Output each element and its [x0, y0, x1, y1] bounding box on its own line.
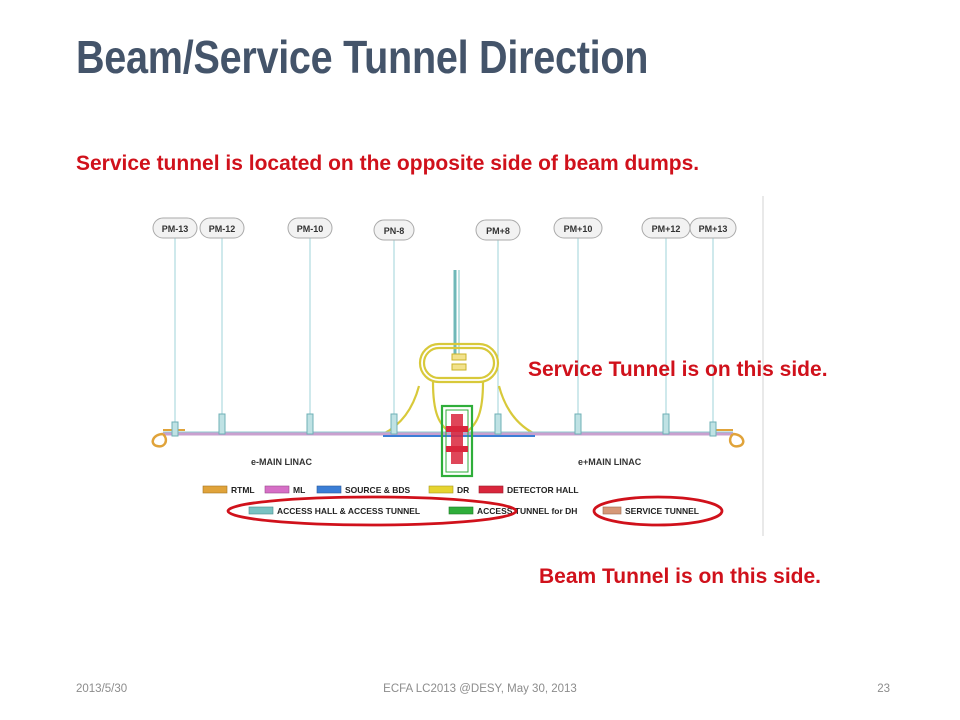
linac-left-label: e-MAIN LINAC: [251, 457, 312, 467]
legend-label: SERVICE TUNNEL: [625, 506, 699, 516]
linac-right-label: e+MAIN LINAC: [578, 457, 642, 467]
footer-date: 2013/5/30: [76, 683, 128, 695]
marker-label: PM-12: [209, 224, 236, 234]
footer-page-number: 23: [877, 683, 890, 695]
legend-label: ACCESS HALL & ACCESS TUNNEL: [277, 506, 420, 516]
legend-label: ACCESS TUNNEL for DH: [477, 506, 577, 516]
marker-label: PN-8: [384, 226, 405, 236]
beam-tunnel-note: Beam Tunnel is on this side.: [539, 565, 821, 588]
legend-label: DETECTOR HALL: [507, 485, 579, 495]
detector-hall: [451, 414, 463, 464]
marker-label: PM+10: [564, 224, 593, 234]
legend: RTML ML SOURCE & BDS DR DETECTOR HALL AC…: [202, 485, 699, 516]
footer-event: ECFA LC2013 @DESY, May 30, 2013: [383, 683, 577, 695]
marker-label: PM+12: [652, 224, 681, 234]
slide-subtitle: Service tunnel is located on the opposit…: [76, 152, 700, 175]
access-tunnel-highlight-ellipse: [226, 495, 518, 527]
tunnel-layout-diagram: PM-13 PM-12 PM-10 PN-8 PM+8 PM+10 PM+12 …: [151, 196, 764, 536]
legend-label: DR: [457, 485, 469, 495]
marker-label: PM+8: [486, 226, 510, 236]
marker-pills: PM-13 PM-12 PM-10 PN-8 PM+8 PM+10 PM+12 …: [152, 217, 737, 241]
legend-label: ML: [293, 485, 305, 495]
service-tunnel-highlight-ellipse: [592, 495, 724, 527]
marker-label: PM+13: [699, 224, 728, 234]
access-tunnel-for-dh: [440, 404, 474, 478]
marker-label: PM-10: [297, 224, 324, 234]
slide-title: Beam/Service Tunnel Direction: [76, 31, 649, 83]
service-tunnel-note: Service Tunnel is on this side.: [528, 358, 828, 381]
tunnel-layout-figure: PM-13 PM-12 PM-10 PN-8 PM+8 PM+10 PM+12 …: [133, 196, 766, 536]
marker-label: PM-13: [162, 224, 189, 234]
legend-label: RTML: [231, 485, 255, 495]
legend-label: SOURCE & BDS: [345, 485, 411, 495]
